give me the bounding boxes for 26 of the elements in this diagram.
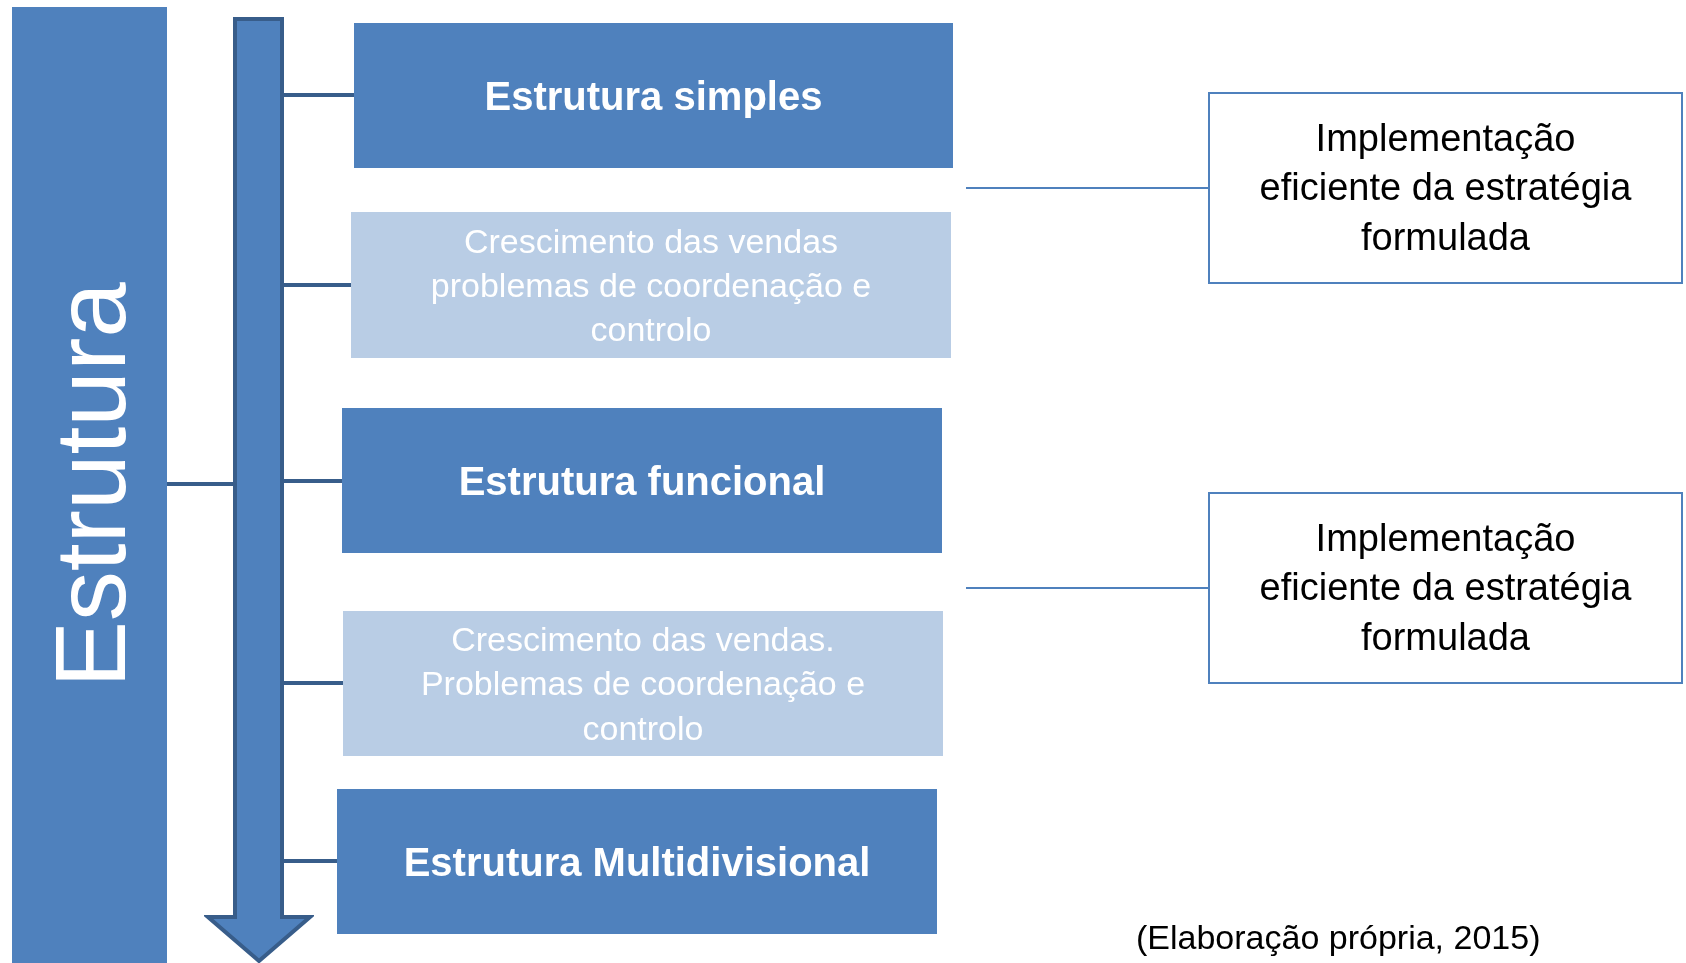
result-box [1208, 492, 1683, 684]
box-text: Estrutura funcional [458, 457, 826, 505]
band-title: Estrutura [39, 282, 140, 688]
box-text: Estrutura simples [484, 72, 823, 120]
box-text: Crescimento das vendas. Problemas de coordenação e controlo [419, 619, 867, 749]
result-box [1208, 92, 1683, 284]
connector-line [284, 93, 354, 97]
leader-line [965, 587, 1209, 589]
category-band [12, 7, 167, 963]
connector-line [167, 482, 233, 486]
stage-box [342, 408, 942, 553]
connector-line [284, 681, 343, 685]
stage-box [337, 789, 937, 934]
transition-box [351, 212, 951, 358]
caption: (Elaboração própria, 2015) [1136, 918, 1541, 957]
box-text: Implementação eficiente da estratégia formulada [1258, 115, 1633, 260]
box-text: Crescimento das vendas problemas de coordenação e controlo [429, 220, 873, 351]
box-text: Implementação eficiente da estratégia formulada [1258, 515, 1633, 660]
box-text: Estrutura Multidivisional [403, 838, 871, 886]
transition-box [343, 611, 943, 756]
leader-line [965, 187, 1209, 189]
connector-line [284, 859, 337, 863]
down-arrow [204, 17, 314, 963]
stage-box [354, 23, 953, 168]
connector-line [284, 479, 342, 483]
connector-line [284, 283, 351, 287]
